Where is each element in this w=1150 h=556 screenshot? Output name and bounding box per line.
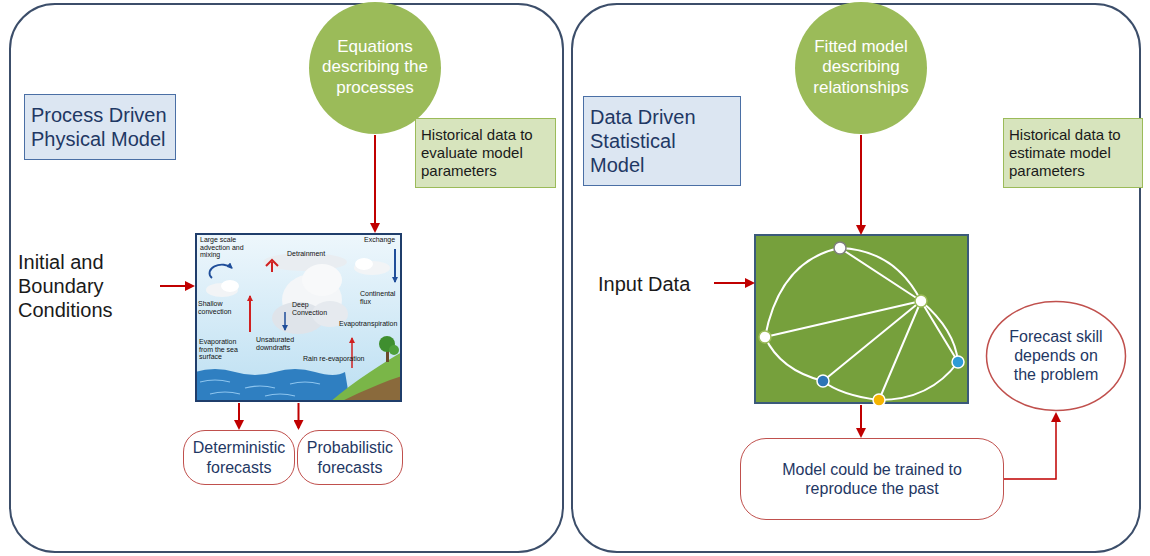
- illustration-label: Evapotranspiration: [339, 320, 401, 328]
- illustration-label: Shallow convection: [198, 300, 238, 315]
- ellipse-shape: [987, 302, 1126, 411]
- illustration-box: Large scale advection and mixingDetrainm…: [195, 233, 402, 402]
- node-text: Forecast skill depends on the problem: [1004, 327, 1108, 385]
- illustration-label: Unsaturated downdrafts: [256, 336, 302, 351]
- node-text: Input Data: [598, 272, 714, 296]
- illustration-label: Large scale advection and mixing: [200, 236, 262, 259]
- output-box: Model could be trained to reproduce the …: [740, 438, 1004, 520]
- process-circle: Equations describing the processes: [309, 2, 441, 134]
- input-label: Input Data: [598, 272, 714, 296]
- text-group: Probabilistic forecasts: [303, 438, 397, 476]
- left-panel: [10, 4, 563, 552]
- network-illustration: [755, 235, 968, 406]
- text-group: Input Data: [598, 272, 714, 296]
- text-group: Historical data to evaluate model parame…: [421, 126, 550, 180]
- illustration-label: Deep Convection: [292, 301, 344, 316]
- note-box: Historical data to evaluate model parame…: [415, 118, 556, 188]
- illustration-label: Continental flux: [360, 290, 400, 305]
- output-arrow: [860, 405, 862, 436]
- model-title-box: Data Driven Statistical Model: [583, 96, 741, 186]
- arrow-connector: [160, 285, 193, 287]
- text-group: Deterministic forecasts: [189, 438, 289, 476]
- model-title-box: Process Driven Physical Model: [24, 94, 176, 160]
- node-text: Model could be trained to reproduce the …: [749, 460, 995, 498]
- text-group: Forecast skill depends on the problem: [1004, 327, 1108, 385]
- node-text: Historical data to estimate model parame…: [1009, 126, 1137, 180]
- text-group: Process Driven Physical Model: [31, 103, 169, 151]
- input-arrow: [714, 282, 753, 284]
- node-text: Equations describing the processes: [321, 37, 429, 98]
- text-group: Initial and Boundary Conditions: [18, 250, 158, 322]
- arrow-connector: [1004, 414, 1056, 479]
- process-circle: Fitted model describing relationships: [795, 2, 927, 134]
- node-text: Historical data to evaluate model parame…: [421, 126, 550, 180]
- note-ellipse: Forecast skill depends on the problem: [985, 300, 1127, 412]
- text-group: Model could be trained to reproduce the …: [749, 460, 995, 498]
- illustration-label: Rain re-evaporation: [303, 355, 367, 363]
- illustration-label: Evaporation from the sea surface: [199, 338, 249, 361]
- arrow-connector: [374, 135, 376, 231]
- text-group: Equations describing the processes: [321, 37, 429, 98]
- right-panel: [572, 4, 1140, 552]
- node-text: Process Driven Physical Model: [31, 103, 169, 151]
- node-text: Fitted model describing relationships: [807, 37, 915, 98]
- model-arrow: [860, 135, 862, 233]
- text-group: Fitted model describing relationships: [807, 37, 915, 98]
- node-text: Probabilistic forecasts: [303, 438, 397, 476]
- arrow-connector: [238, 403, 240, 428]
- output-box: Probabilistic forecasts: [297, 430, 403, 485]
- arrow-connector: [298, 403, 300, 428]
- illustration-label: Exchange: [364, 236, 398, 244]
- note-box: Historical data to estimate model parame…: [1003, 118, 1143, 188]
- text-group: Data Driven Statistical Model: [590, 105, 734, 177]
- node-text: Initial and Boundary Conditions: [18, 250, 158, 322]
- input-label: Initial and Boundary Conditions: [18, 250, 158, 322]
- node-text: Data Driven Statistical Model: [590, 105, 734, 177]
- node-text: Deterministic forecasts: [189, 438, 289, 476]
- illustration-label: Detrainment: [287, 250, 337, 258]
- climate-illustration: [195, 233, 402, 402]
- output-box: Deterministic forecasts: [183, 430, 295, 485]
- text-group: Historical data to estimate model parame…: [1009, 126, 1137, 180]
